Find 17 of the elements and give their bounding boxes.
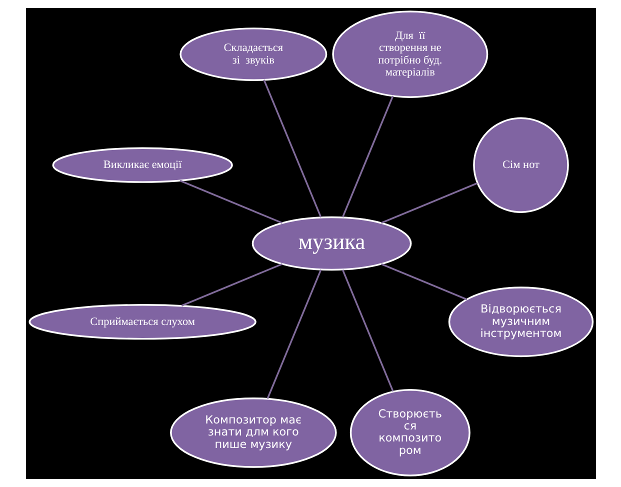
connector bbox=[341, 269, 394, 392]
connector bbox=[179, 180, 282, 224]
node-ellipse: Складається зі звуків bbox=[179, 28, 327, 81]
connector bbox=[262, 79, 322, 218]
node-ellipse: Створюєть ся композито ром bbox=[349, 389, 470, 476]
node-circle: Сім нот bbox=[472, 117, 568, 214]
node-ellipse: Сприймається слухом bbox=[28, 304, 256, 340]
connector bbox=[341, 96, 394, 218]
connector bbox=[266, 269, 322, 399]
node-ellipse: Для її створення не потрібно буд. матеріалів bbox=[332, 10, 488, 98]
connector bbox=[380, 182, 478, 224]
node-ellipse: музика bbox=[251, 216, 412, 271]
node-ellipse: Викликає емоції bbox=[52, 147, 232, 183]
node-ellipse: Відворюється музичним інструментом bbox=[448, 286, 594, 358]
connector bbox=[380, 263, 467, 300]
connector bbox=[180, 263, 282, 306]
node-ellipse: Композитор має знати длм кого пише музику bbox=[170, 398, 336, 468]
